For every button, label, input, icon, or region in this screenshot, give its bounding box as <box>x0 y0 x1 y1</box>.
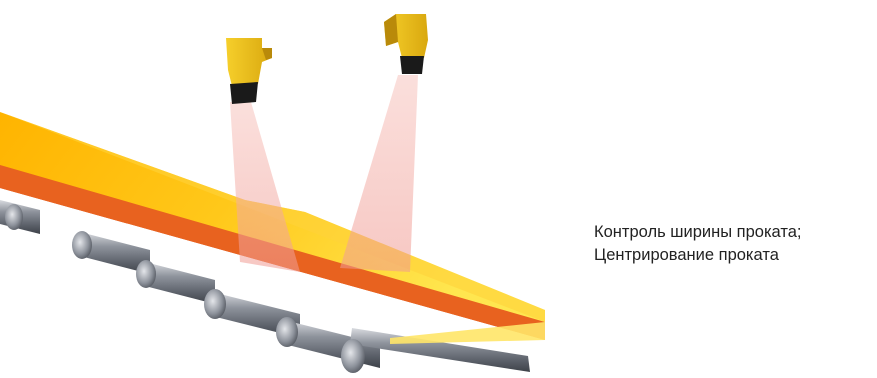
beam-left <box>230 102 300 272</box>
width-sensor-right <box>384 14 428 74</box>
roller-3 <box>136 260 215 304</box>
caption: Контроль ширины проката; Центрирование п… <box>594 221 801 267</box>
caption-line-centering: Центрирование проката <box>594 244 801 267</box>
beam-right <box>340 75 418 272</box>
caption-line-width-control: Контроль ширины проката; <box>594 221 801 244</box>
roller-1 <box>0 200 40 234</box>
width-sensor-left <box>226 38 272 104</box>
